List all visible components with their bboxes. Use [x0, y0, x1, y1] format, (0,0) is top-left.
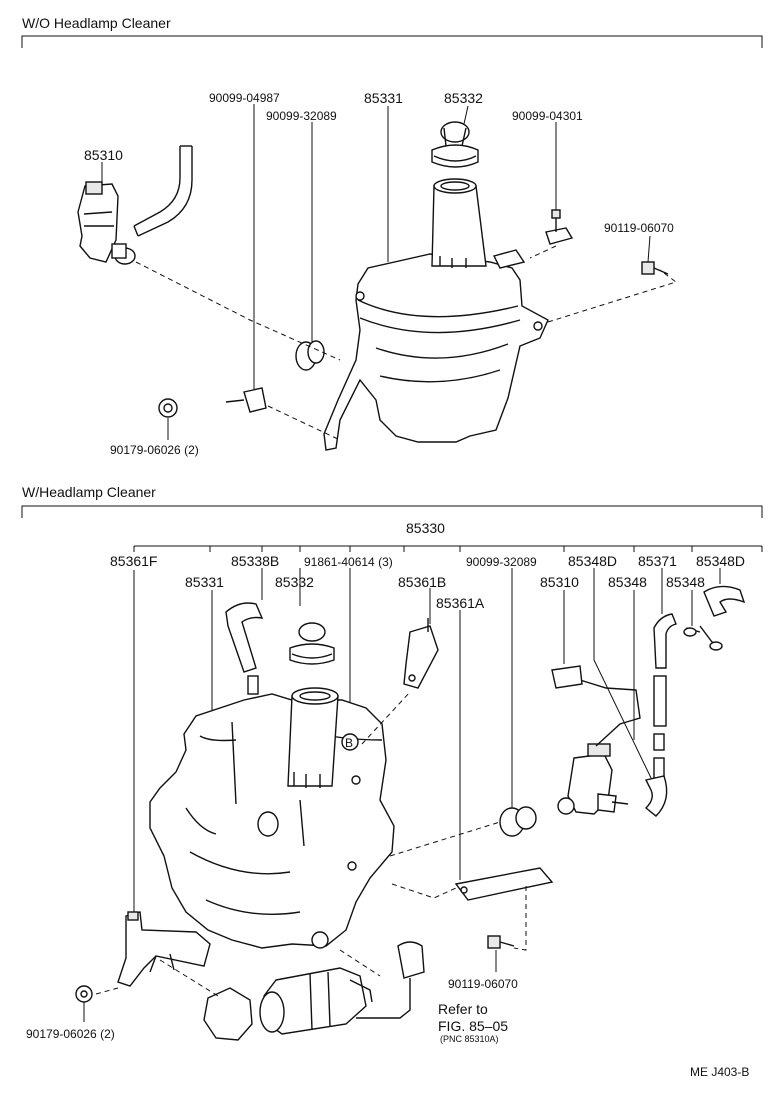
bracket-85361F	[117, 911, 211, 987]
section-bracket-bottom	[21, 505, 763, 518]
dash-line	[529, 245, 557, 259]
label-90179-06026: 90179-06026 (2)	[26, 1027, 115, 1041]
label-85361F: 85361F	[110, 553, 157, 569]
dash-line	[267, 405, 341, 441]
label-90179-06026: 90179-06026 (2)	[110, 443, 199, 457]
bracket-85361A	[454, 867, 554, 901]
label-90099-32089: 90099-32089	[466, 555, 537, 569]
dash-line	[389, 821, 501, 857]
label-85348D-a: 85348D	[568, 553, 617, 569]
leader-line	[133, 546, 763, 552]
label-85331: 85331	[185, 574, 224, 590]
clip-90099-04987	[225, 387, 267, 413]
label-85330: 85330	[406, 520, 445, 536]
label-85310: 85310	[540, 574, 579, 590]
label-90119-06070: 90119-06070	[448, 977, 518, 991]
label-85332: 85332	[275, 574, 314, 590]
label-85361A: 85361A	[436, 595, 485, 611]
bracket-85361B	[403, 618, 439, 689]
elbow-hose-85338B	[225, 602, 264, 673]
label-85338B: 85338B	[231, 553, 279, 569]
section-title-with-cleaner: W/Headlamp Cleaner	[22, 484, 156, 500]
connector-85348	[683, 625, 723, 651]
dash-line	[339, 949, 381, 977]
label-85331: 85331	[364, 90, 403, 106]
label-85361B: 85361B	[398, 574, 446, 590]
label-85332: 85332	[444, 90, 483, 106]
clip-90099-04301	[545, 209, 574, 245]
dash-line	[95, 987, 119, 995]
label-85348-b: 85348	[666, 574, 705, 590]
leader-line	[593, 568, 653, 781]
grommet-90099-32089	[295, 340, 325, 371]
label-85310: 85310	[84, 147, 123, 163]
washer-tank-85331-large	[149, 675, 395, 949]
washer-pump-85310-large	[551, 665, 641, 815]
dash-line	[391, 883, 457, 899]
elbow-hose-85348D-lower	[611, 775, 668, 817]
refer-to-text: Refer to	[438, 1001, 488, 1017]
pnc-reference: (PNC 85310A)	[440, 1034, 499, 1044]
section-title-without-cleaner: W/O Headlamp Cleaner	[22, 15, 171, 31]
dash-line	[513, 886, 527, 951]
dash-line	[159, 959, 219, 997]
tank-cap-85332-large	[289, 622, 335, 665]
diagram-code: ME J403-B	[690, 1065, 749, 1079]
leader-line	[463, 105, 469, 125]
hose	[133, 145, 193, 237]
label-85348D-b: 85348D	[696, 553, 745, 569]
dash-line	[361, 691, 411, 745]
bolt-90119-06070	[641, 261, 669, 275]
grommet-90099-32089-large	[499, 806, 537, 837]
dash-line	[547, 269, 678, 323]
label-90099-04301: 90099-04301	[512, 109, 583, 123]
washer-pump-85310	[77, 181, 136, 265]
hose-85371	[653, 613, 677, 779]
figure-reference: FIG. 85–05	[438, 1018, 508, 1034]
label-85371: 85371	[638, 553, 677, 569]
label-85348-a: 85348	[608, 574, 647, 590]
elbow-hose-85348D-right	[703, 585, 746, 617]
washer-tank-85331	[323, 178, 549, 451]
headlamp-cleaner-motor	[203, 941, 425, 1041]
tank-cap-85332	[431, 121, 479, 168]
marker-b-text: B	[345, 736, 353, 750]
bolt-90119-06070-large	[487, 935, 515, 949]
label-90119-06070: 90119-06070	[604, 221, 674, 235]
nut-90179-06026-large	[75, 985, 93, 1003]
label-90099-04987: 90099-04987	[209, 91, 280, 105]
dash-line	[135, 261, 341, 361]
label-91861-40614: 91861-40614 (3)	[304, 555, 393, 569]
leader-line	[647, 235, 651, 263]
label-90099-32089: 90099-32089	[266, 109, 337, 123]
marker-b: B	[341, 733, 359, 751]
nut-90179-06026	[158, 398, 178, 418]
section-bracket-top	[21, 35, 763, 48]
